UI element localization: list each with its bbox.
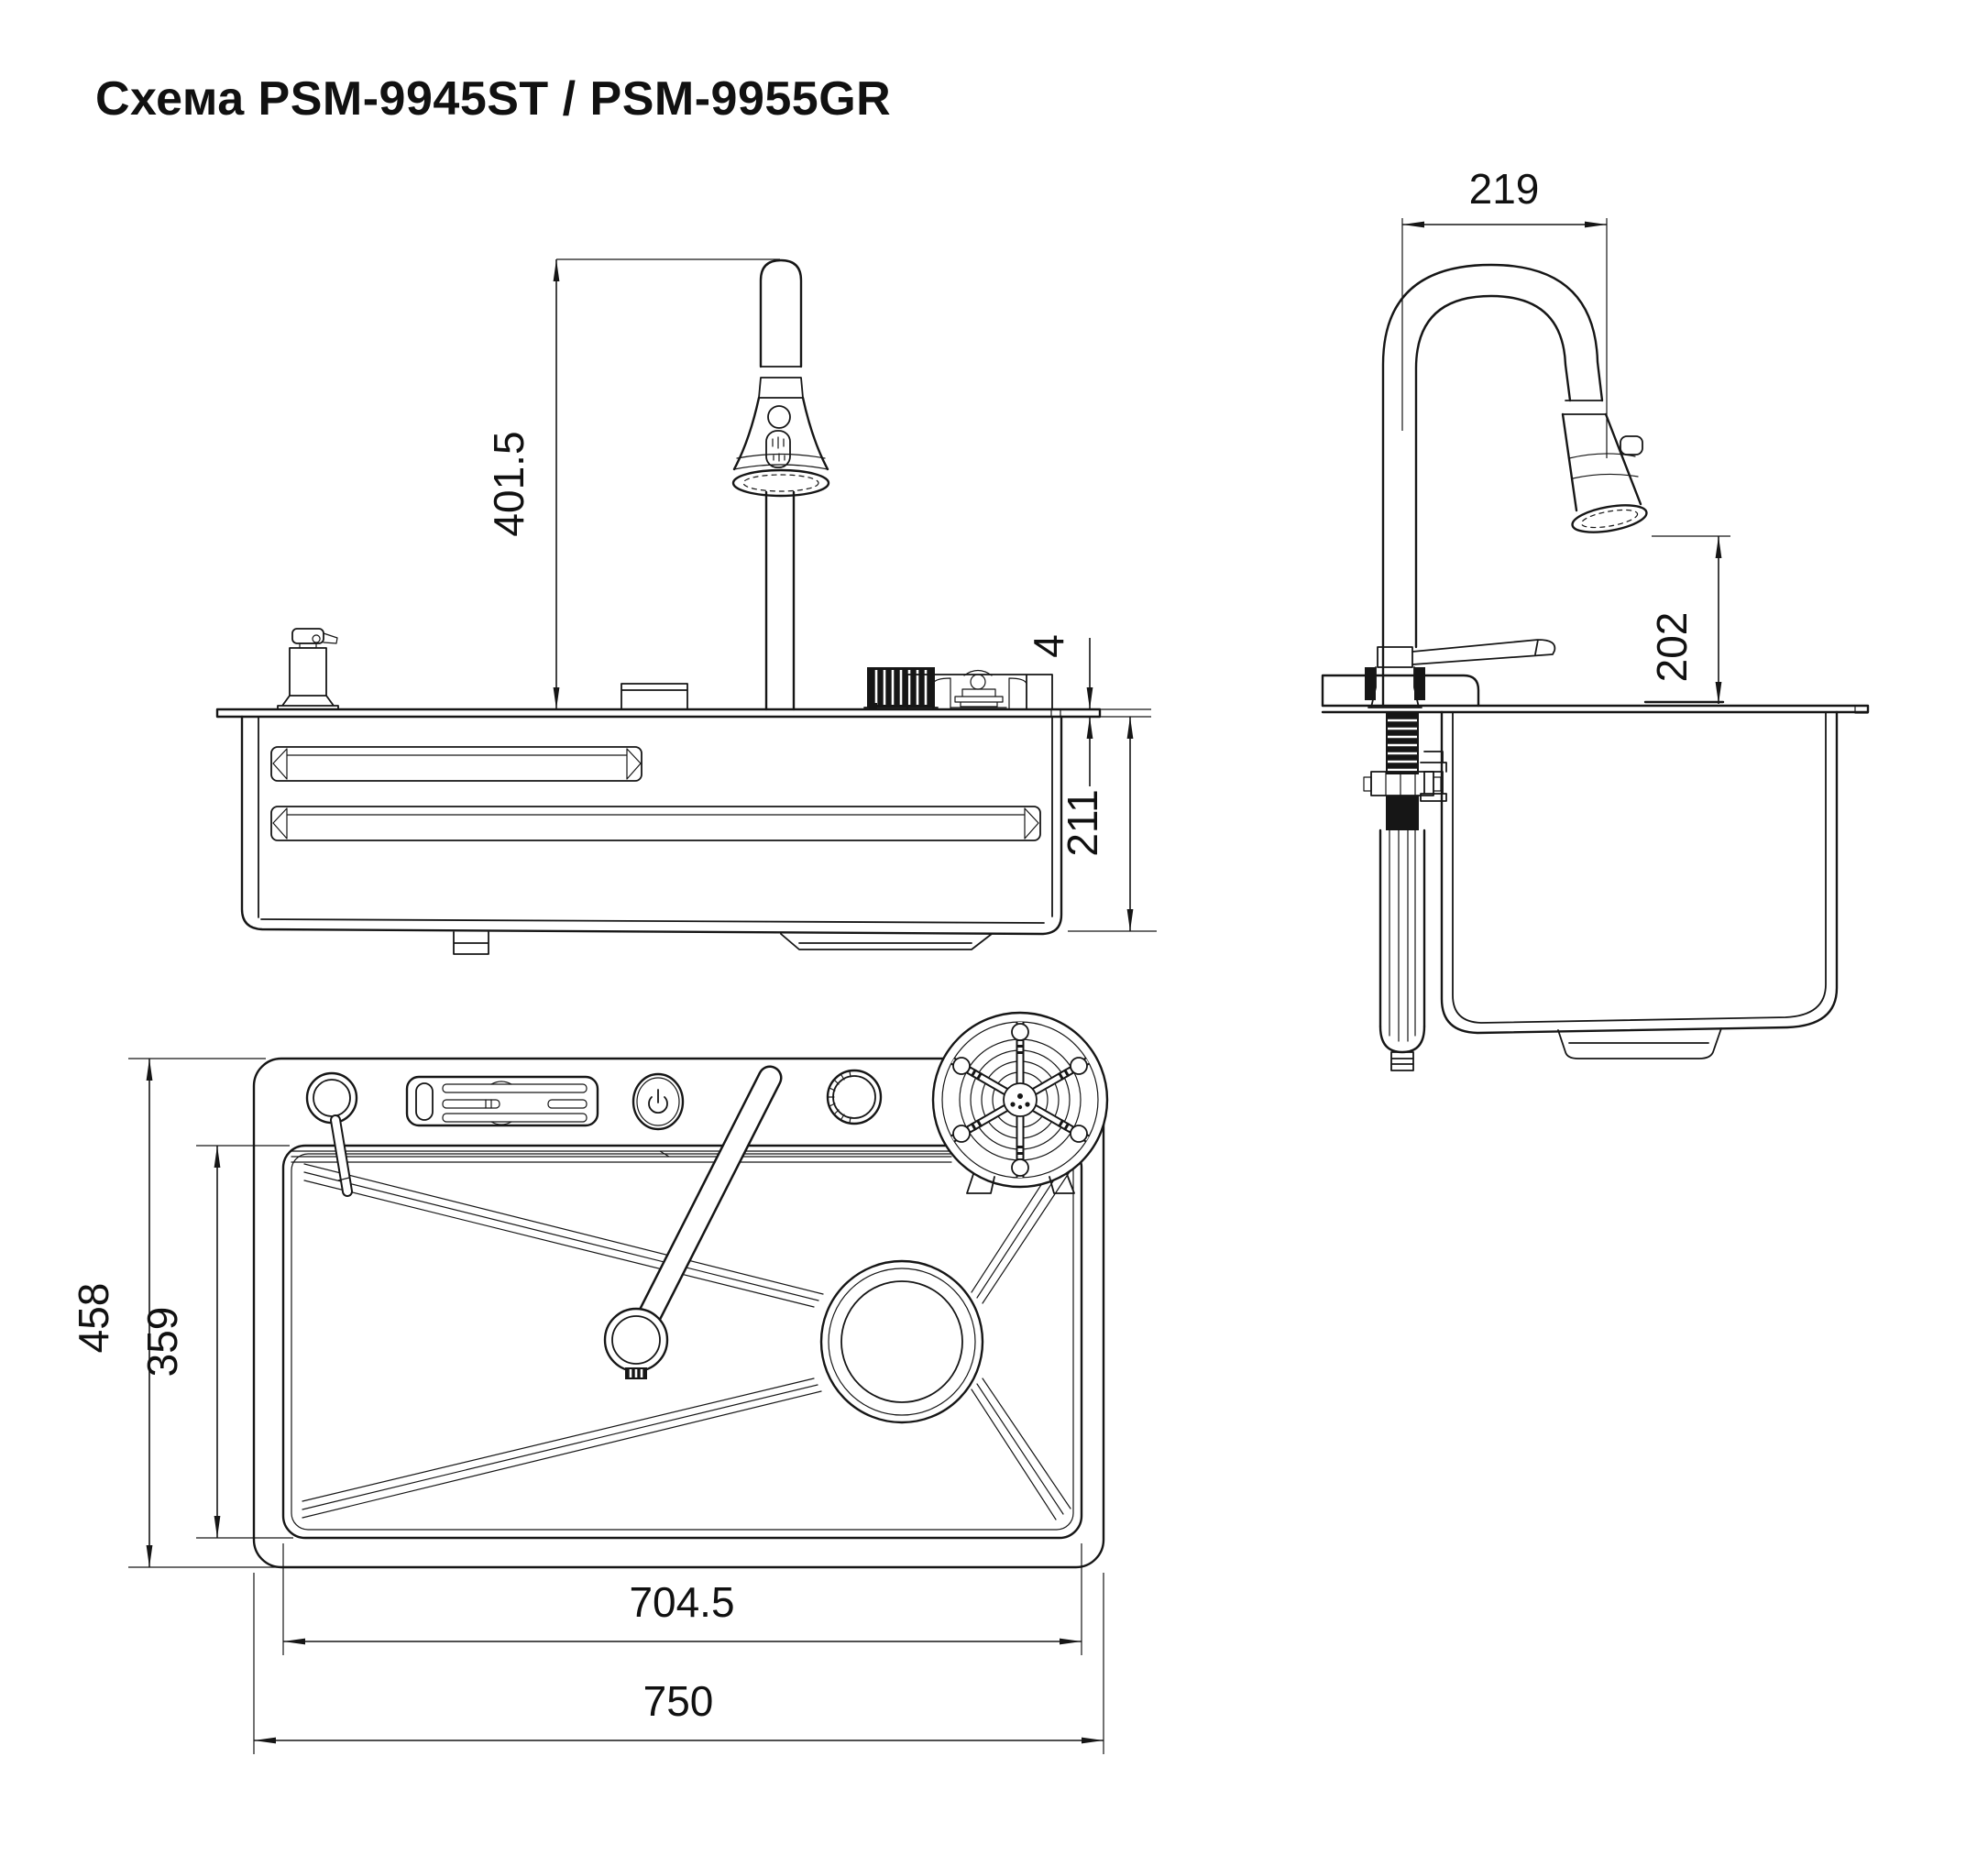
dim-outer-depth-label: 458: [70, 1283, 117, 1354]
button-housing-front: [621, 683, 688, 710]
power-icon: [648, 1089, 668, 1114]
soap-dispenser-top: [305, 1071, 358, 1197]
page-title: Схема PSM-9945ST / PSM-9955GR: [95, 72, 892, 126]
cup-washer-front: [906, 669, 1053, 710]
drain-top: [819, 1259, 984, 1424]
sink-outline-top: [252, 1057, 1105, 1569]
dim-spout-reach: 219: [1401, 165, 1608, 458]
deck-front: [215, 708, 1102, 719]
faucet-base-side: [1321, 639, 1556, 708]
dim-inner-depth: 359: [138, 1145, 293, 1539]
waterfall-module-top: [405, 1075, 599, 1127]
dim-faucet-height-label: 401.5: [485, 431, 533, 536]
faucet-front: [731, 258, 830, 711]
dim-spout-height: 202: [1648, 535, 1730, 704]
control-knob-front: [863, 667, 939, 708]
top-view: 458 359 704.5 750: [70, 1011, 1109, 1754]
soap-dispenser-front: [277, 628, 339, 710]
cup-washer-top: [931, 1011, 1109, 1194]
waterfall-edge-top: [291, 1150, 952, 1163]
dim-outer-depth: 458: [70, 1058, 286, 1568]
dim-inner-depth-label: 359: [138, 1307, 186, 1378]
cup-washer-spokes: [950, 1022, 1090, 1178]
power-button-top: [632, 1072, 685, 1131]
mounting-hardware-side: [1363, 712, 1447, 830]
dim-inner-width-label: 704.5: [629, 1578, 734, 1626]
dim-deck-thickness: 4: [1025, 634, 1151, 786]
spray-head-side: [1561, 400, 1648, 533]
dim-outer-width-label: 750: [643, 1677, 714, 1725]
handle-ball-joint-top: [603, 1307, 669, 1373]
waterfall-slot-upper: [270, 746, 643, 782]
gooseneck-spout-side: [1381, 263, 1604, 708]
dim-spout-height-label: 202: [1648, 612, 1696, 683]
drain-fittings-front: [453, 931, 993, 955]
side-view: 219 202: [1321, 165, 1870, 1071]
dim-bowl-depth: 211: [1059, 717, 1157, 932]
dim-deck-thickness-label: 4: [1025, 634, 1072, 658]
front-view: 401.5 4 211: [215, 258, 1157, 955]
filter-cartridge-side: [1378, 829, 1426, 1071]
control-knob-top: [826, 1069, 883, 1125]
slope-grooves-top: [302, 1161, 1071, 1520]
dim-inner-width: 704.5: [282, 1543, 1082, 1655]
bowl-side: [1440, 710, 1839, 1059]
dim-faucet-height: 401.5: [485, 258, 780, 709]
dim-outer-width: 750: [253, 1573, 1104, 1754]
faucet-handle-top: [603, 1065, 783, 1379]
dim-bowl-depth-label: 211: [1059, 789, 1106, 856]
sink-body-front: [240, 715, 1063, 936]
bowl-top: [281, 1144, 1083, 1540]
dim-spout-reach-label: 219: [1469, 165, 1540, 213]
waterfall-slot-lower: [270, 806, 1041, 841]
